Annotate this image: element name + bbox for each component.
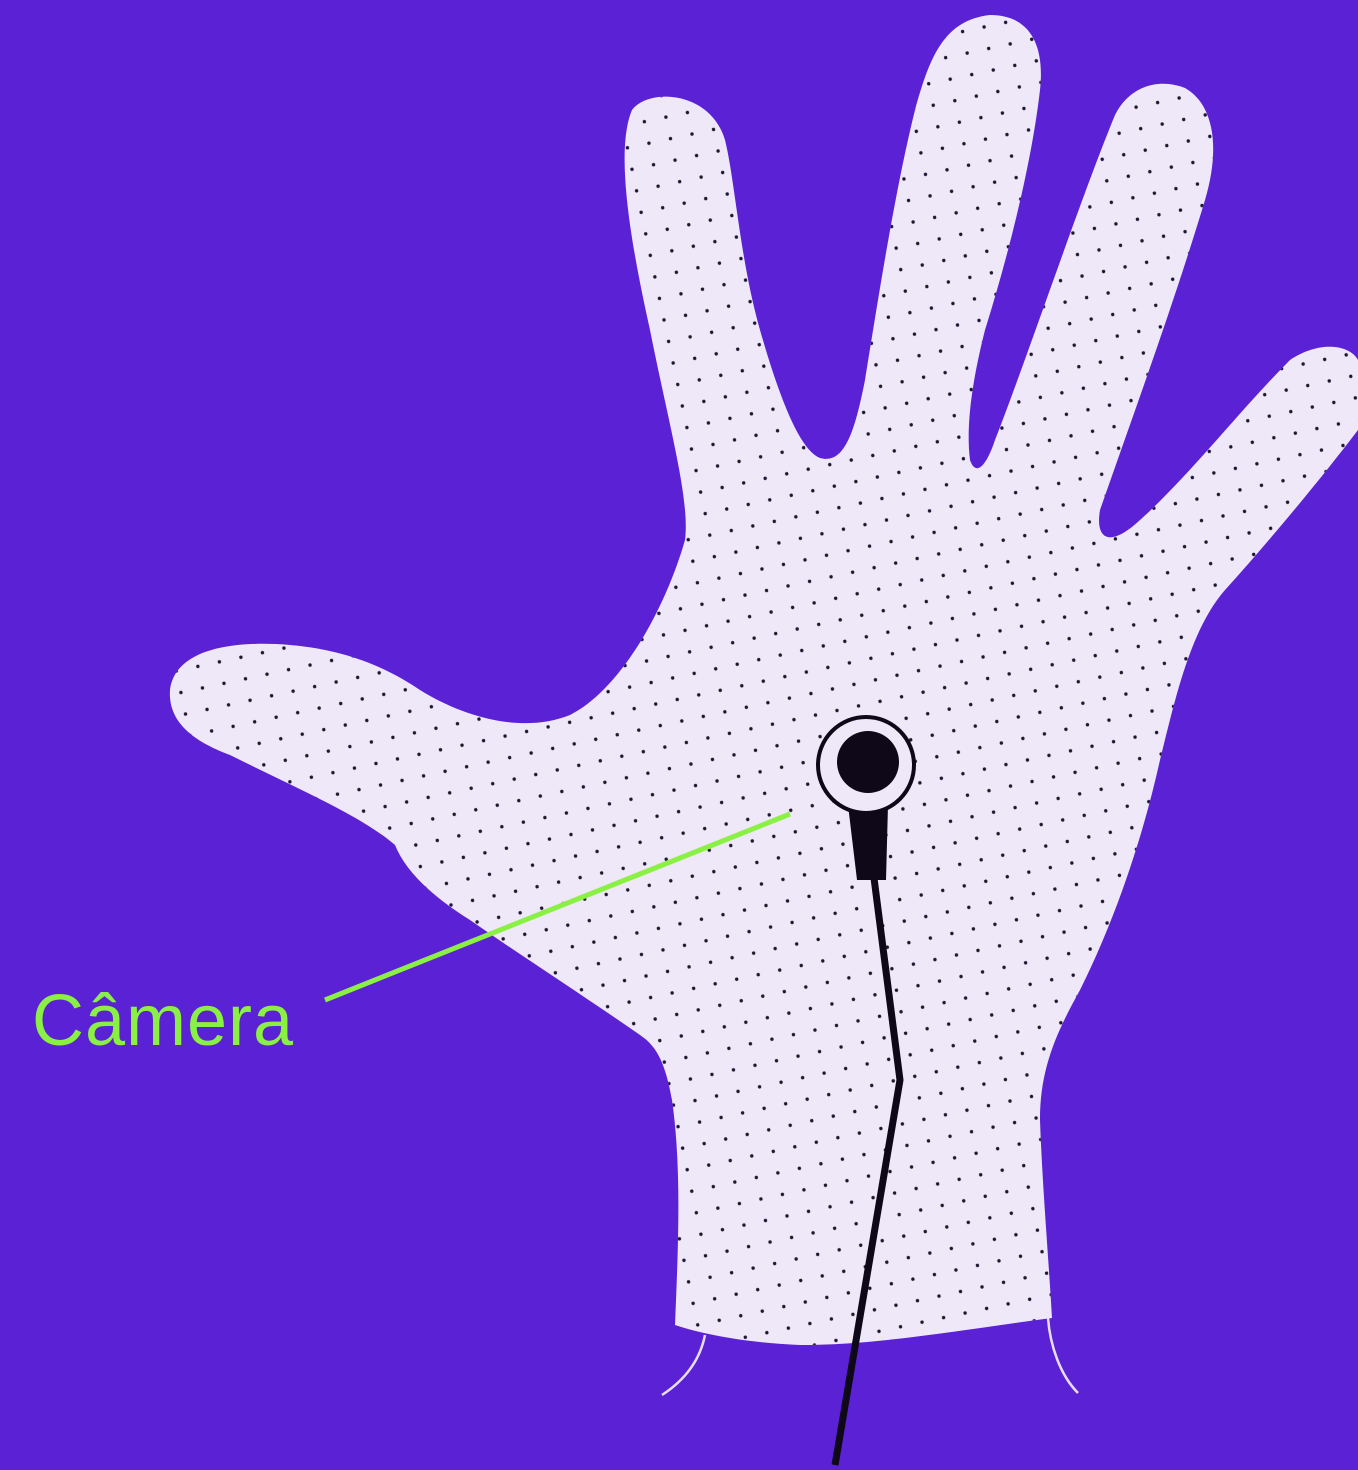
- wrist-line-left: [662, 1335, 705, 1395]
- wrist-line-right: [1048, 1318, 1078, 1393]
- camera-callout-label: Câmera: [32, 985, 294, 1057]
- hand-dot-texture: [170, 15, 1358, 1345]
